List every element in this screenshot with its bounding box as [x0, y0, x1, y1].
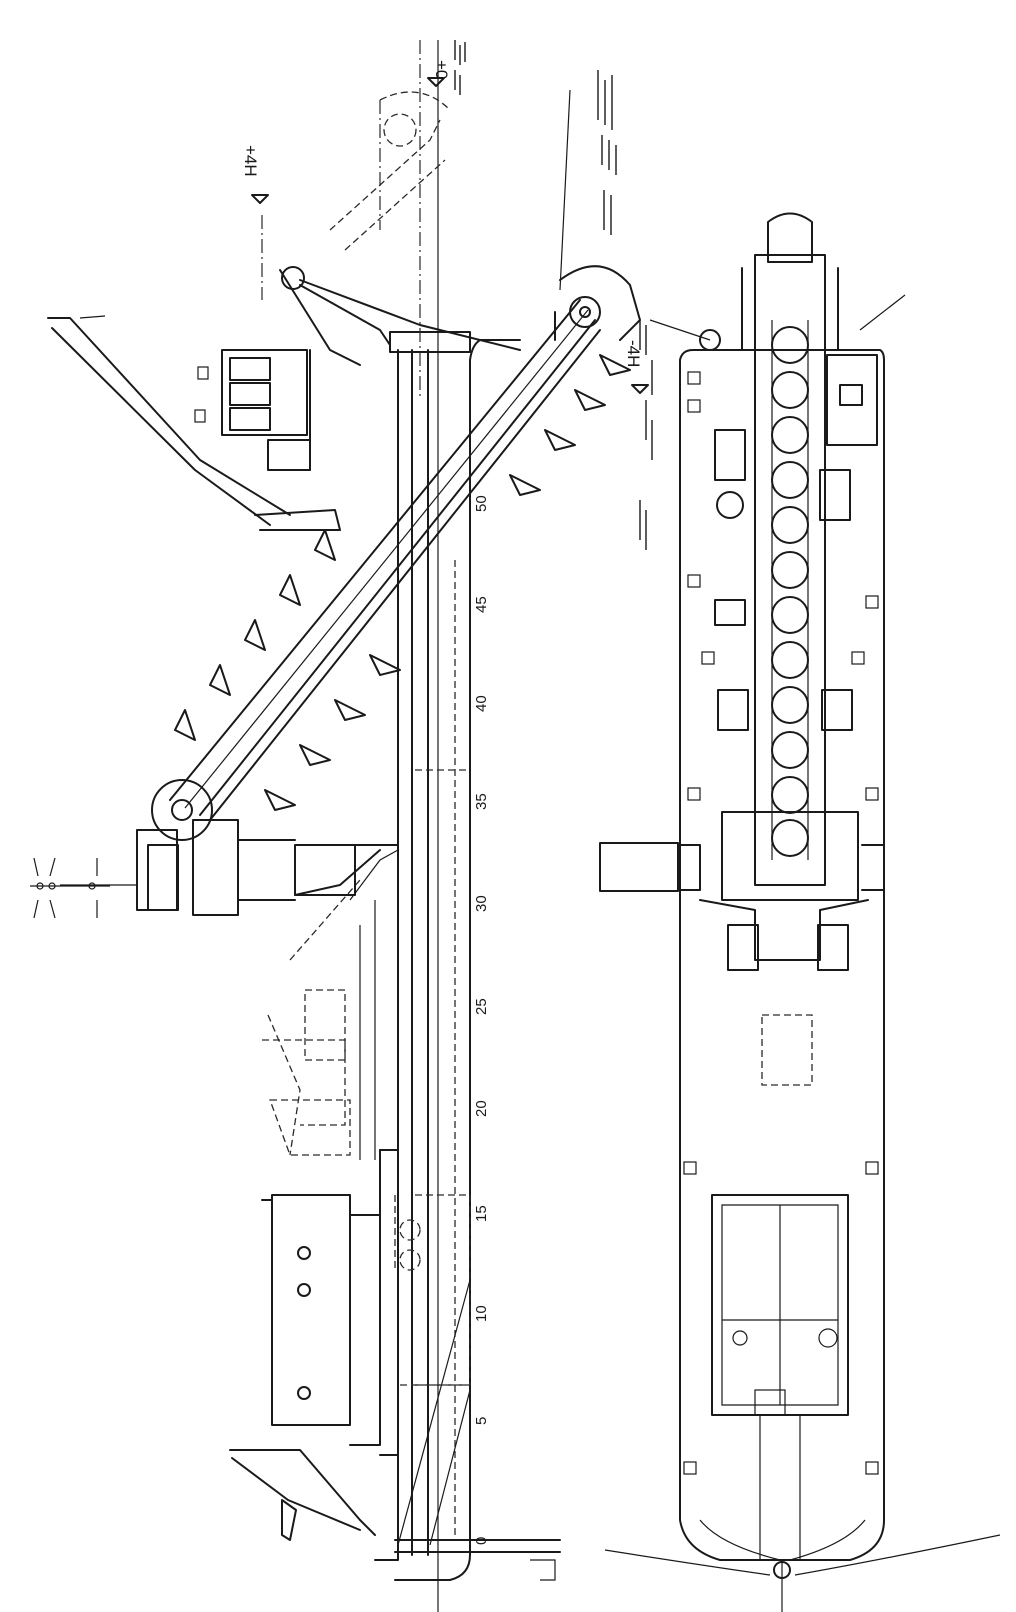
level-label-plus-4h: +4H [241, 145, 260, 177]
station-label-25: 25 [473, 998, 490, 1015]
station-scale: 0 5 10 15 20 25 30 35 40 45 50 [473, 495, 490, 1545]
level-label-zero: +0 [432, 60, 451, 79]
station-label-45: 45 [473, 596, 490, 613]
anchor-chain-marks [30, 857, 110, 919]
station-label-40: 40 [473, 695, 490, 712]
plan-bollards [683, 371, 879, 1475]
bucket-ladder [151, 265, 641, 841]
station-label-0: 0 [473, 1537, 490, 1545]
plan-bucket-chain [771, 320, 809, 860]
quay-hatching [454, 40, 653, 550]
station-label-50: 50 [473, 495, 490, 512]
plan-view [599, 212, 1001, 1612]
side-elevation-view: +0 +4H -4H [30, 40, 653, 1612]
station-label-35: 35 [473, 793, 490, 810]
level-label-minus-4h: -4H [624, 340, 643, 367]
station-label-10: 10 [473, 1305, 490, 1322]
station-label-5: 5 [473, 1417, 490, 1425]
station-label-30: 30 [473, 895, 490, 912]
station-label-15: 15 [473, 1205, 490, 1222]
station-label-20: 20 [473, 1100, 490, 1117]
